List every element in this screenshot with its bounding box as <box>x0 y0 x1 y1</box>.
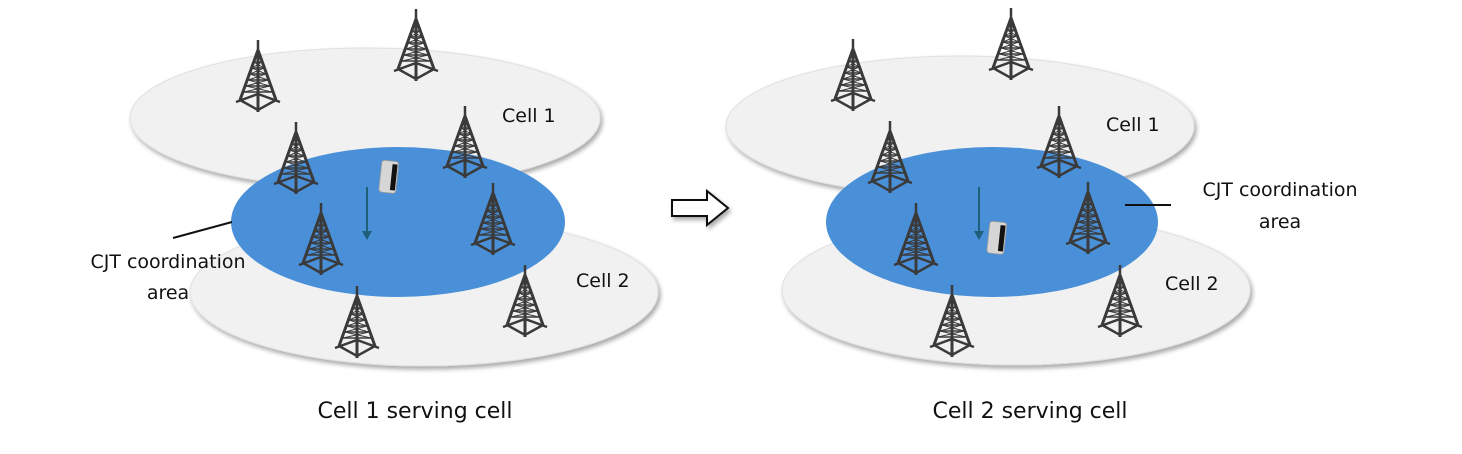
ue-device-icon <box>378 159 400 194</box>
panel-left: Cell 1 Cell 2 CJT coordination area Cell… <box>90 7 659 424</box>
motion-arrow-icon <box>974 187 984 240</box>
caption-right: Cell 2 serving cell <box>932 399 1127 424</box>
cjt-label-line1: CJT coordination <box>1202 179 1357 201</box>
cell-tower-icon <box>987 6 1035 82</box>
cjt-callout-line <box>172 221 233 239</box>
cell-1-label: Cell 1 <box>502 105 556 127</box>
cjt-label-line2: area <box>147 282 189 304</box>
cjt-label-line1: CJT coordination <box>90 251 245 273</box>
cell-2-label: Cell 2 <box>1165 273 1219 295</box>
panel-right: Cell 1 Cell 2 CJT coordination area Cell… <box>725 6 1358 424</box>
cjt-label-line2: area <box>1259 211 1301 233</box>
caption-left: Cell 1 serving cell <box>317 399 512 424</box>
cell-1-label: Cell 1 <box>1106 114 1160 136</box>
motion-arrow-icon <box>362 187 372 240</box>
cell-tower-icon <box>392 7 440 83</box>
ue-device-icon <box>986 220 1008 255</box>
cell-2-label: Cell 2 <box>576 270 630 292</box>
block-arrow-right-icon <box>671 188 730 228</box>
